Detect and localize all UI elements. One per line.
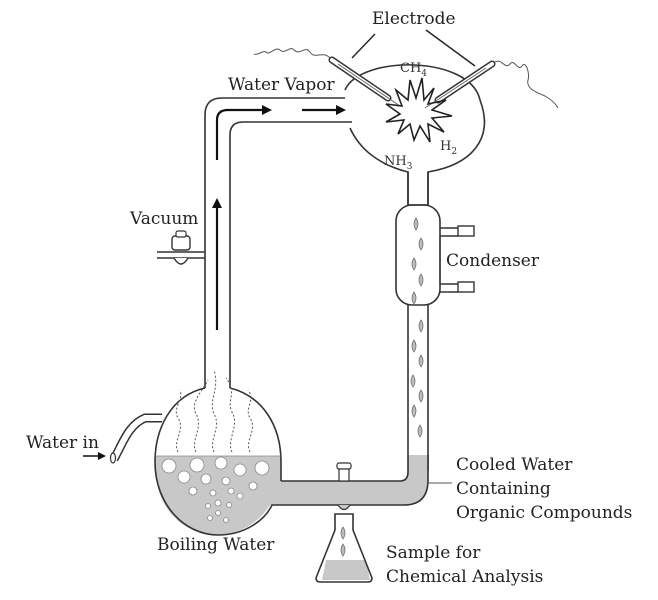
ammonia-label: NH3 <box>384 154 413 172</box>
water-in-arrow <box>83 452 106 460</box>
hydrogen-label: H2 <box>440 139 457 157</box>
sample-flask <box>315 513 373 583</box>
electrode-label: Electrode <box>372 9 456 29</box>
sample-stopcock <box>336 462 352 511</box>
boiling-water-label: Boiling Water <box>157 535 275 555</box>
left-electrode <box>253 48 401 107</box>
condensate-drops <box>410 217 424 438</box>
u-tube <box>280 455 429 506</box>
sample-label-line-1: Sample for <box>386 543 481 563</box>
left-wire-coil <box>253 48 331 59</box>
cooled-water-label-line-1: Cooled Water <box>456 455 573 475</box>
sample-label-line-2: Chemical Analysis <box>386 567 543 587</box>
condenser-column <box>395 172 475 470</box>
vacuum-label: Vacuum <box>129 209 198 229</box>
condenser-label: Condenser <box>446 251 540 271</box>
electrode-leads <box>351 29 476 67</box>
spark-chamber <box>344 64 486 206</box>
cooled-water-label-line-3: Organic Compounds <box>456 503 632 523</box>
water-inlet-hose <box>109 413 162 464</box>
electric-spark <box>385 77 453 143</box>
water-in-label: Water in <box>26 433 99 453</box>
right-wire-coil <box>494 60 559 109</box>
cooled-water-label-line-2: Containing <box>456 479 551 499</box>
vacuum-valve <box>157 230 205 265</box>
methane-label: CH4 <box>400 61 427 79</box>
vapor-tube <box>204 97 352 388</box>
boiling-bubbles <box>161 456 270 523</box>
right-electrode <box>424 60 559 109</box>
steam-wisps <box>175 369 254 453</box>
water-vapor-label: Water Vapor <box>228 75 336 95</box>
flow-arrows <box>212 105 346 330</box>
